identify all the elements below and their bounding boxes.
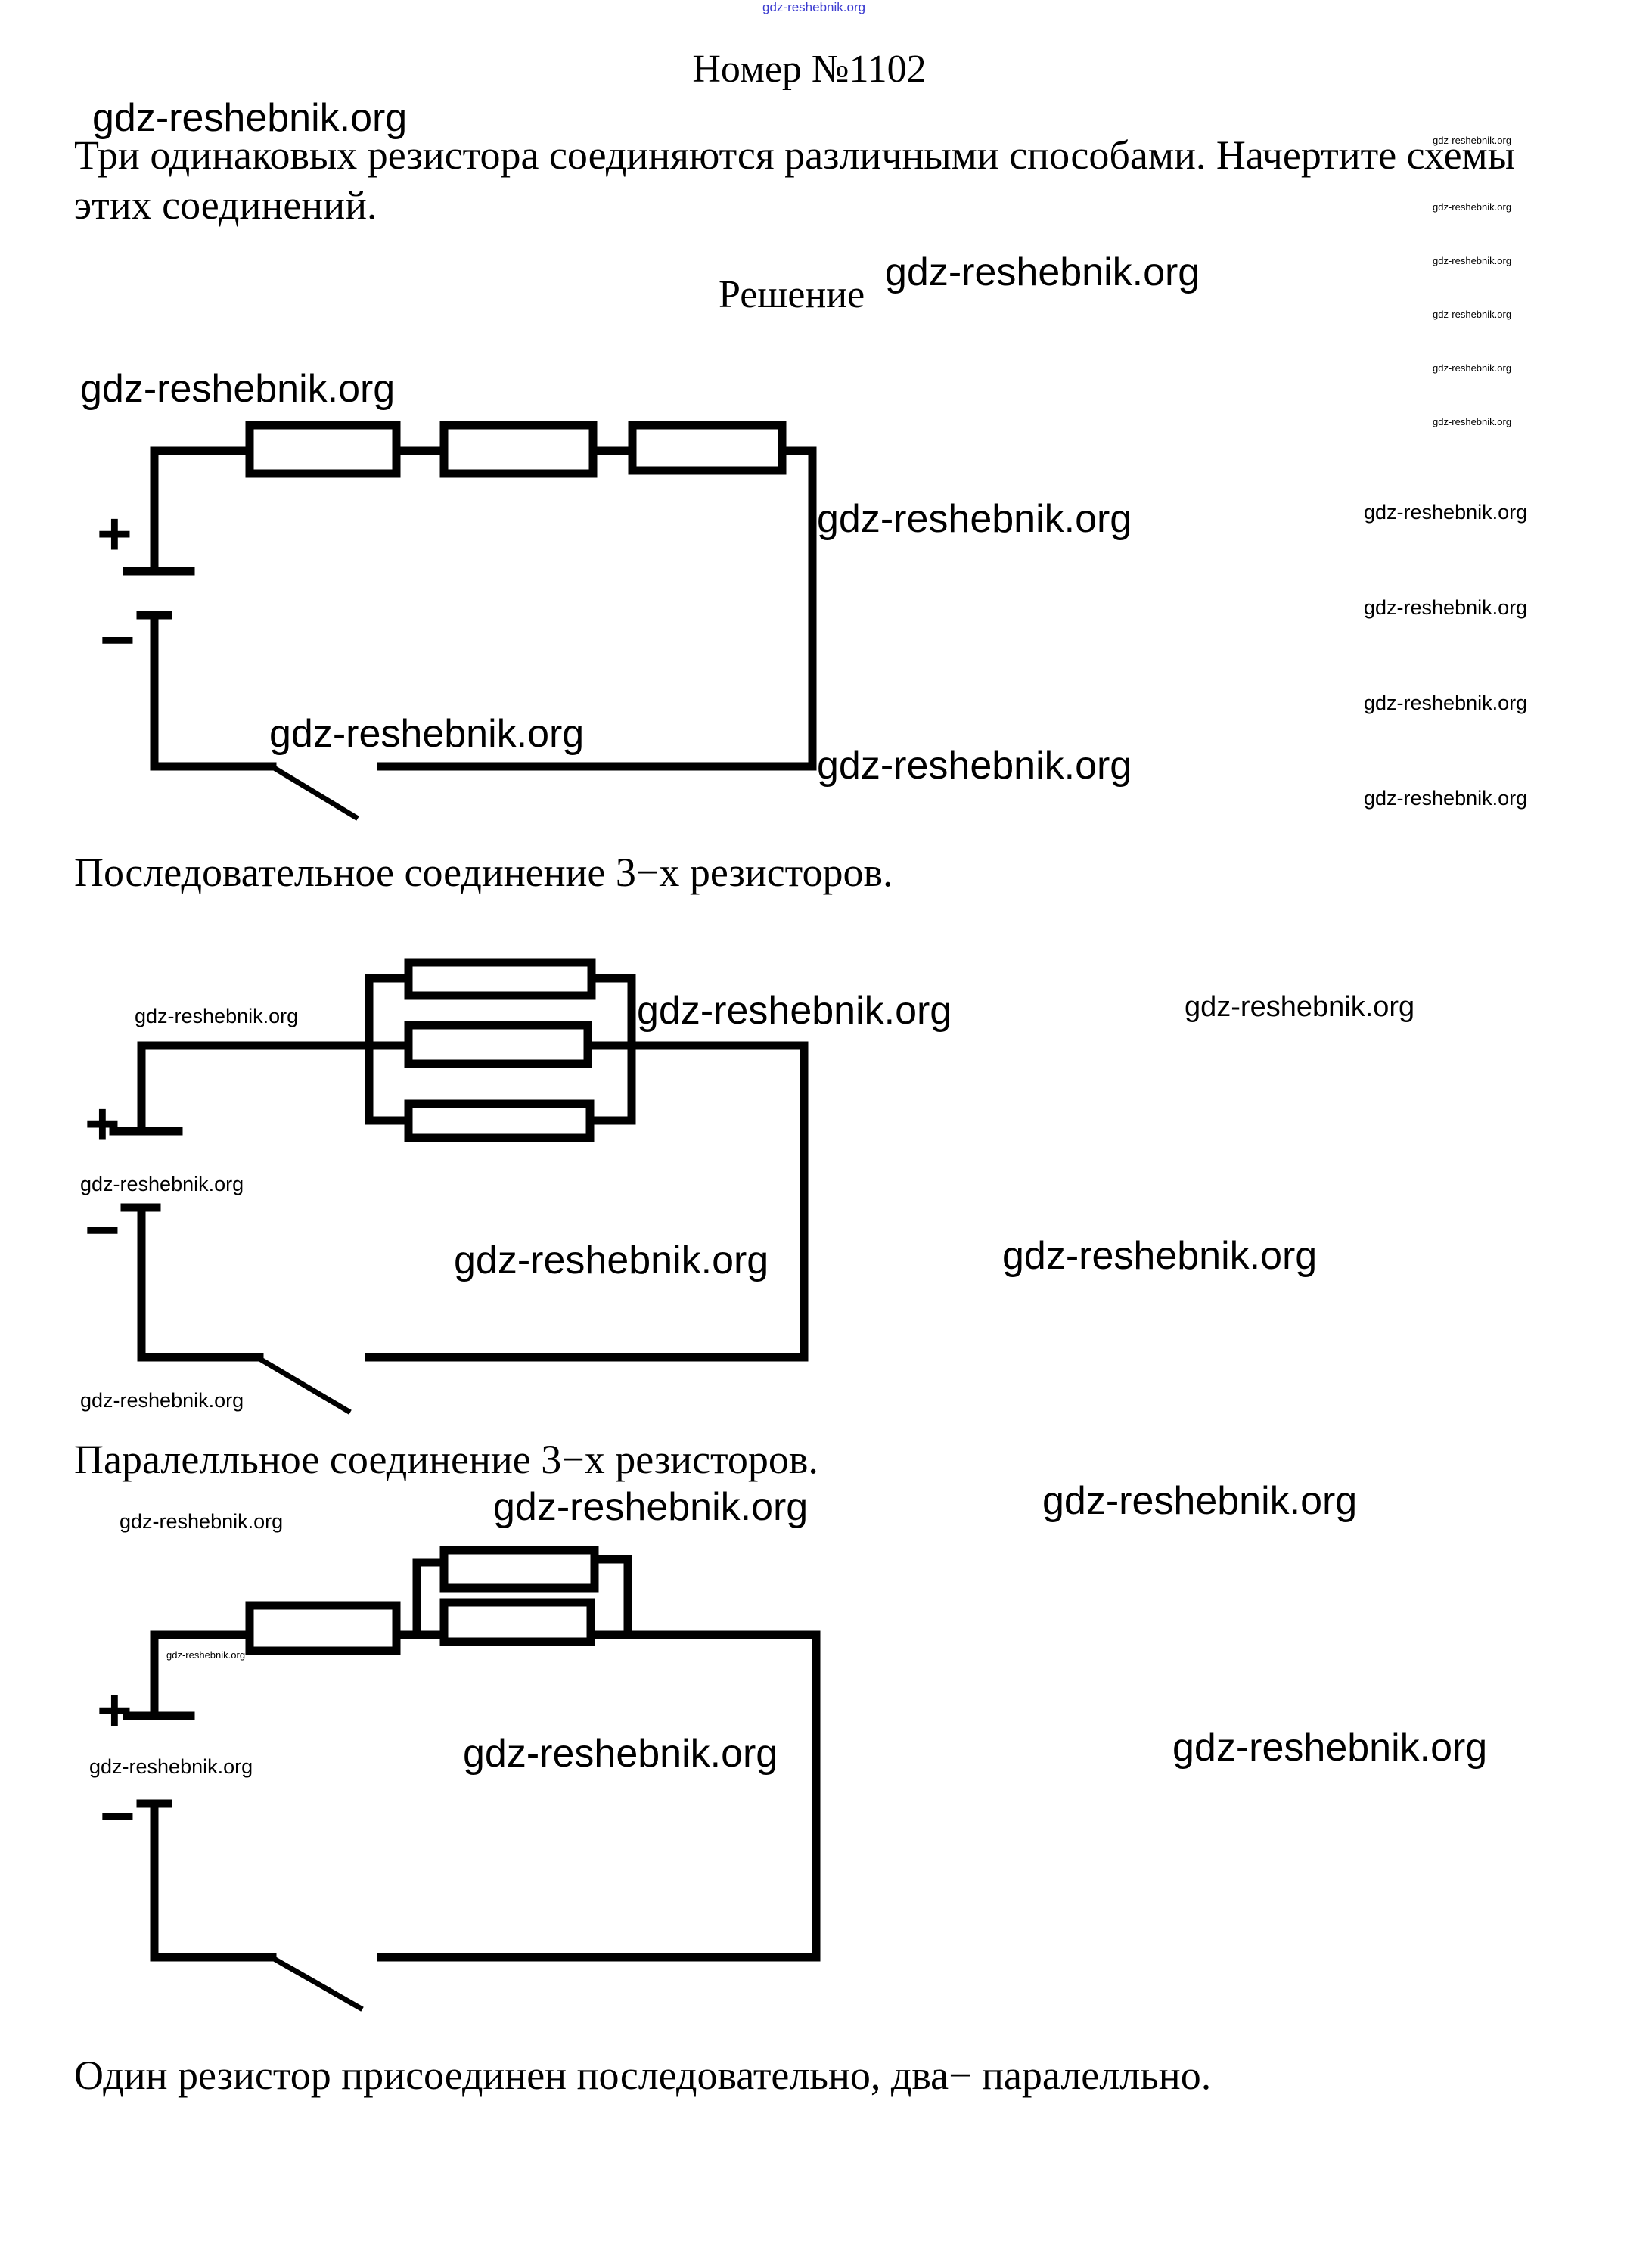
watermark: gdz-reshebnik.org (1433, 362, 1512, 374)
watermark: gdz-reshebnik.org (1433, 416, 1512, 427)
resistor-3 (404, 1099, 595, 1142)
minus-sign-2: − (85, 1196, 120, 1263)
parallel-right-bus (589, 1555, 632, 1639)
watermark: gdz-reshebnik.org (637, 989, 952, 1033)
resistor-parallel-2 (439, 1598, 595, 1646)
circuit-series (123, 421, 817, 821)
watermark: gdz-reshebnik.org (1172, 1726, 1488, 1770)
watermark: gdz-reshebnik.org (1433, 309, 1512, 320)
page-title: Номер №1102 (692, 48, 927, 91)
resistor-2 (404, 1021, 592, 1068)
wire-left-in (150, 1630, 254, 1714)
watermark: gdz-reshebnik.org (817, 744, 1132, 788)
caption-mixed: Один резистор присоединен последовательн… (74, 2053, 1212, 2098)
plus-sign-3: + (97, 1677, 132, 1744)
watermark: gdz-reshebnik.org (1185, 991, 1415, 1023)
watermark: gdz-reshebnik.org (1364, 501, 1528, 524)
solution-label: Решение (719, 273, 865, 316)
switch-lever (272, 765, 359, 821)
watermark: gdz-reshebnik.org (135, 1005, 299, 1027)
switch-lever (257, 1356, 352, 1415)
header-watermark-link[interactable]: gdz-reshebnik.org (762, 0, 866, 14)
resistor-series (245, 1601, 401, 1655)
watermark: gdz-reshebnik.org (817, 497, 1132, 541)
resistor-3 (628, 421, 787, 475)
wire-top-left (150, 446, 254, 576)
watermark: gdz-reshebnik.org (80, 367, 396, 411)
wire-bottom-left (150, 1799, 277, 1962)
switch-lever (272, 1956, 364, 2012)
minus-sign-3: − (100, 1782, 135, 1850)
watermark: gdz-reshebnik.org (166, 1649, 246, 1661)
watermark: gdz-reshebnik.org (1364, 596, 1528, 619)
resistor-1 (245, 421, 401, 478)
resistor-2 (439, 421, 598, 478)
watermark: gdz-reshebnik.org (493, 1485, 809, 1529)
plus-sign-1: + (97, 500, 132, 567)
watermark: gdz-reshebnik.org (885, 250, 1200, 294)
wire-bottom-left (150, 611, 277, 771)
wire-right (365, 1041, 809, 1362)
watermark: gdz-reshebnik.org (1364, 692, 1528, 714)
watermark: gdz-reshebnik.org (1433, 255, 1512, 266)
caption-parallel: Паралелльное соединение 3−х резисторов. (74, 1437, 818, 1482)
watermark: gdz-reshebnik.org (1364, 787, 1528, 810)
watermark: gdz-reshebnik.org (454, 1238, 769, 1282)
problem-text: Три одинаковых резистора соединяются раз… (74, 132, 1516, 228)
watermark: gdz-reshebnik.org (92, 96, 408, 140)
watermark: gdz-reshebnik.org (89, 1755, 253, 1778)
wire-bottom-left (137, 1203, 264, 1362)
resistor-1 (404, 958, 596, 1000)
watermark: gdz-reshebnik.org (269, 712, 585, 756)
caption-series: Последовательное соединение 3−х резистор… (74, 850, 893, 895)
watermark: gdz-reshebnik.org (80, 1389, 244, 1412)
watermark: gdz-reshebnik.org (80, 1173, 244, 1195)
watermark: gdz-reshebnik.org (1042, 1479, 1358, 1523)
circuit-parallel (109, 958, 809, 1415)
watermark: gdz-reshebnik.org (463, 1732, 778, 1776)
parallel-left-bus (412, 1558, 449, 1639)
watermark: gdz-reshebnik.org (1002, 1234, 1318, 1278)
watermark: gdz-reshebnik.org (120, 1510, 284, 1533)
circuit-mixed (123, 1546, 821, 2012)
resistor-parallel-1 (439, 1546, 599, 1593)
wire-left-in (137, 1041, 374, 1136)
wire-right (377, 1630, 821, 1962)
wire-right (377, 446, 817, 771)
plus-sign-2: + (85, 1090, 120, 1158)
watermark: gdz-reshebnik.org (1433, 201, 1512, 213)
minus-sign-1: − (100, 606, 135, 673)
watermark: gdz-reshebnik.org (1433, 135, 1512, 146)
